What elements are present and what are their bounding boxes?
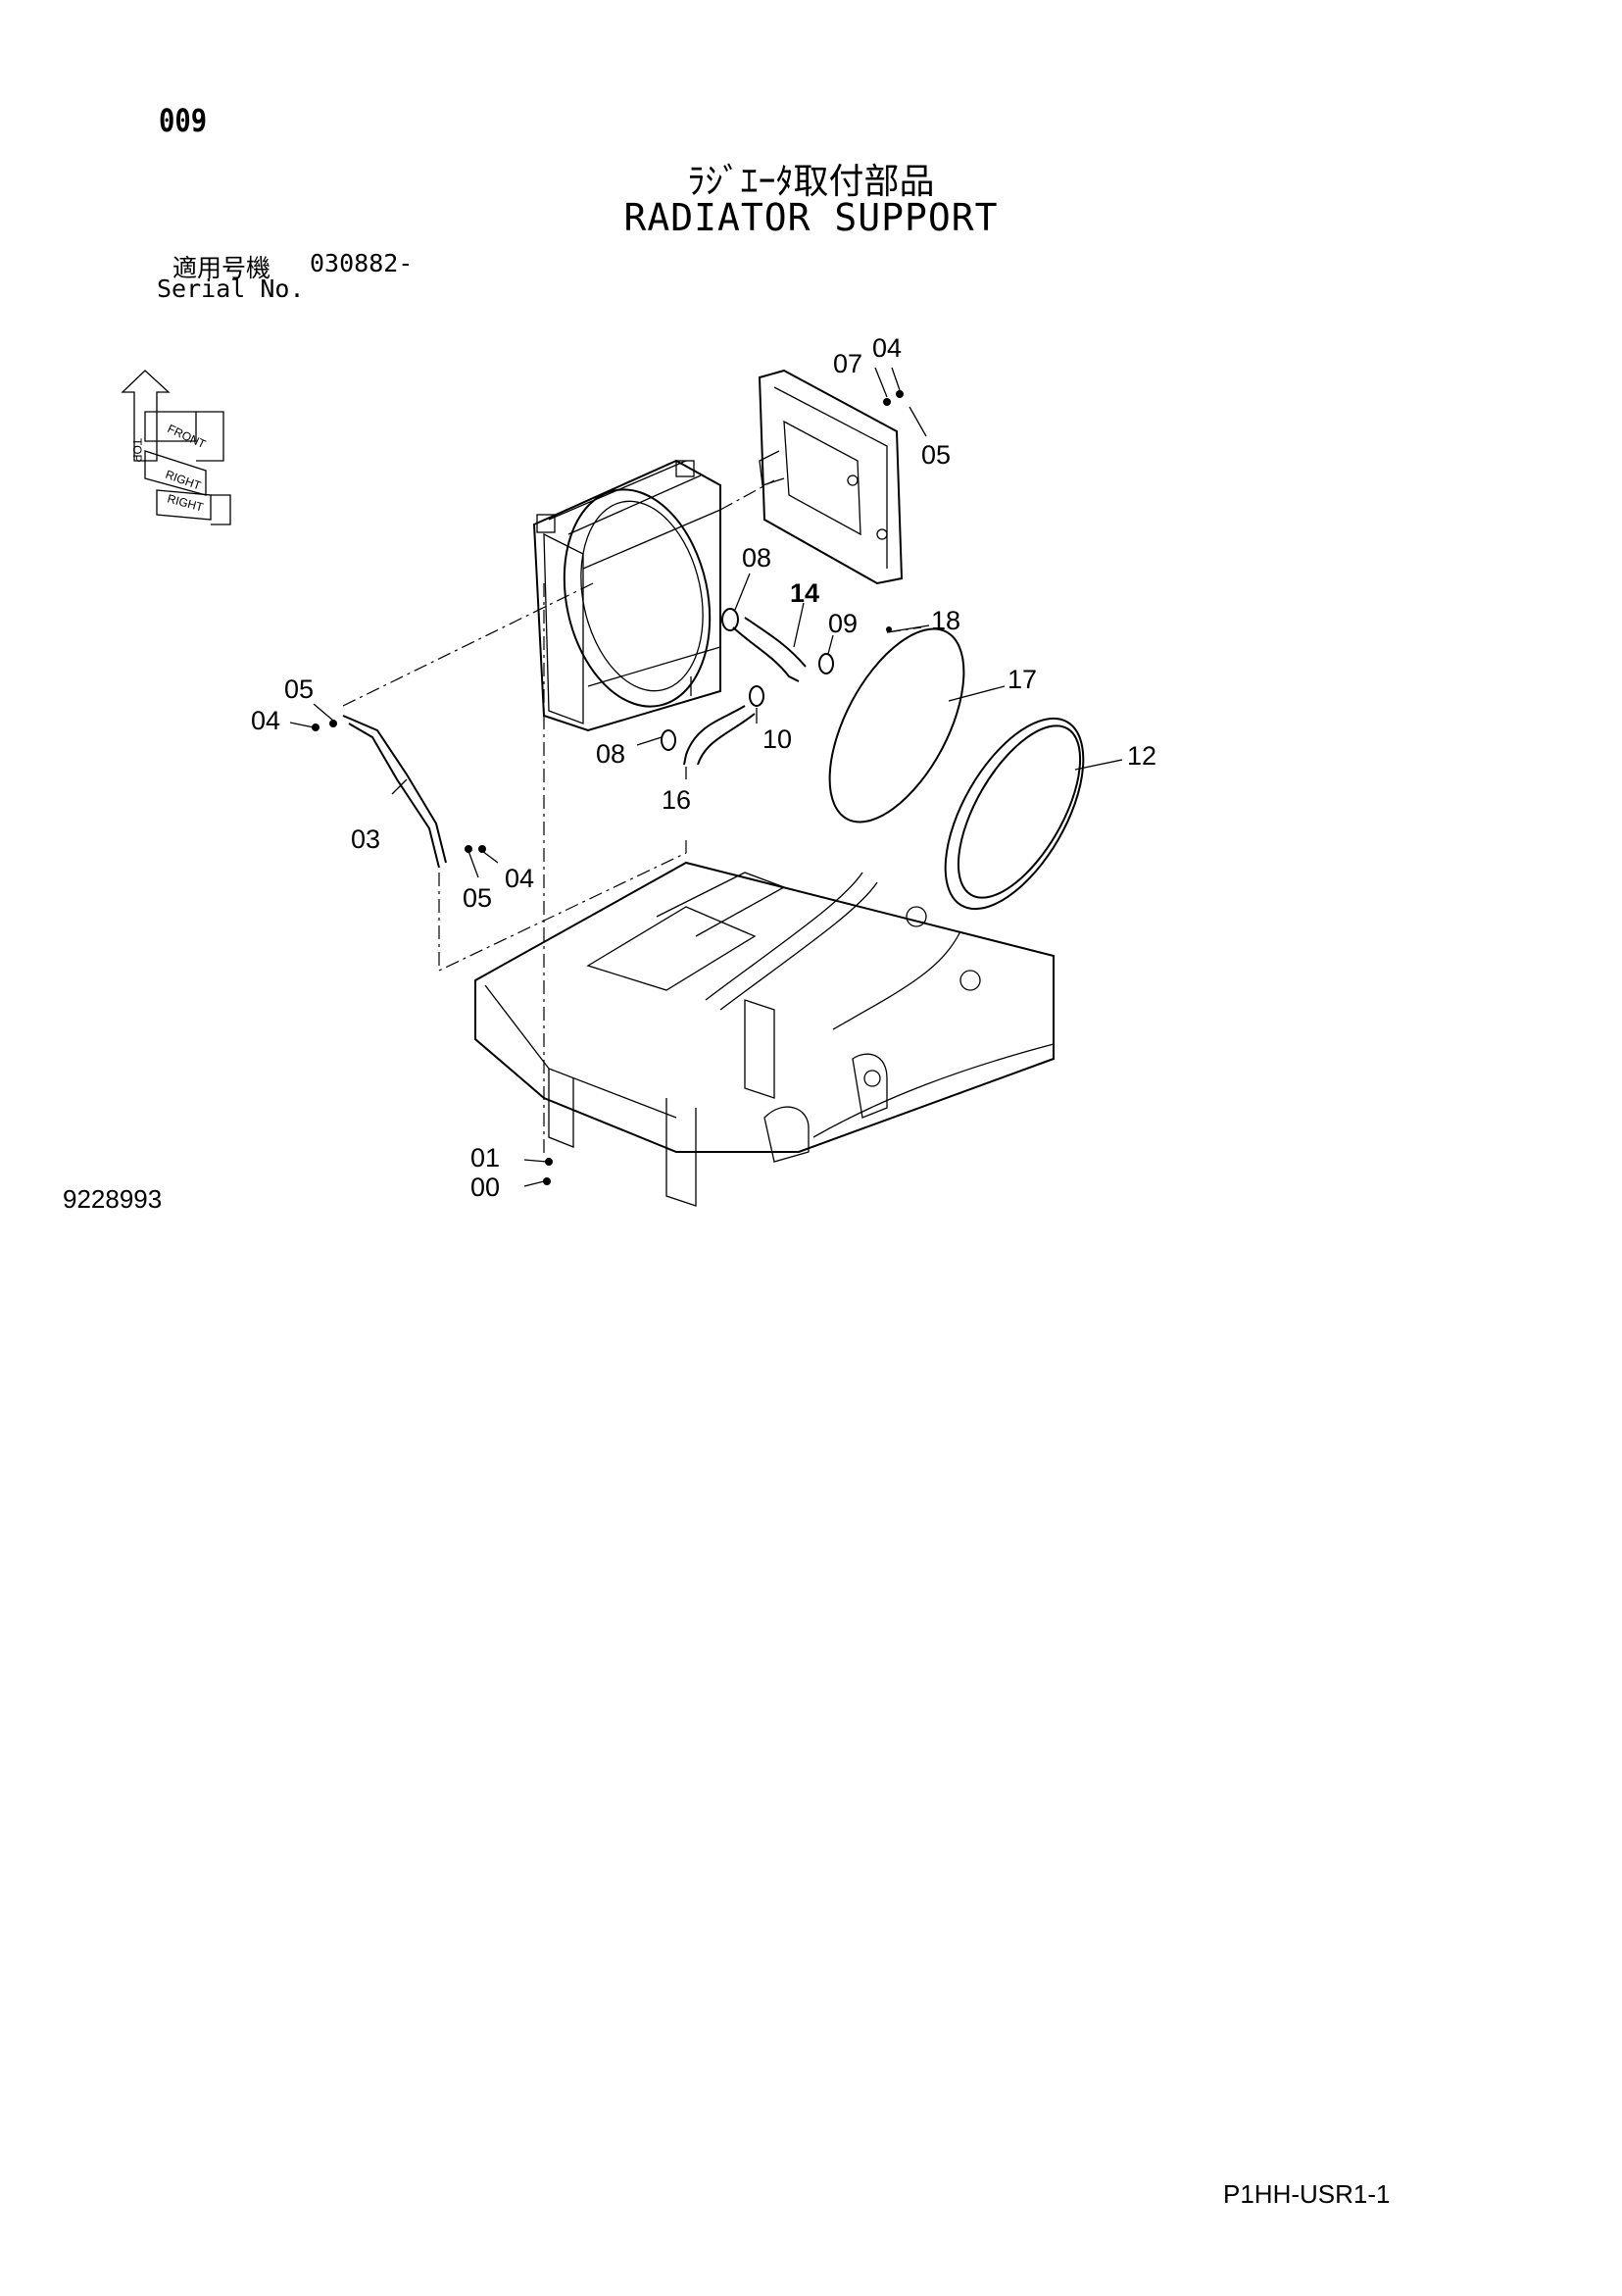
callout-14: 14 (790, 578, 819, 608)
title-english: RADIATOR SUPPORT (623, 196, 999, 239)
orientation-label-right-2: RIGHT (166, 491, 205, 514)
callout-04-bottom: 04 (505, 864, 534, 893)
support-rod-03 (342, 715, 447, 864)
clamp-08-upper (721, 608, 739, 631)
page-number: 009 (159, 102, 208, 139)
callout-01: 01 (470, 1143, 500, 1173)
document-code: P1HH-USR1-1 (1223, 2179, 1391, 2209)
callout-10: 10 (762, 724, 792, 754)
callout-04-left: 04 (251, 706, 280, 735)
clamp-10 (749, 685, 764, 707)
callout-12: 12 (1127, 741, 1156, 771)
lower-hose-16 (683, 705, 746, 766)
serial-value: 030882- (310, 249, 414, 277)
callout-07: 07 (833, 349, 862, 378)
callout-08-upper: 08 (742, 543, 771, 573)
orientation-label-front: FRONT (166, 422, 209, 451)
callout-16: 16 (662, 785, 691, 815)
callout-05-bottom: 05 (463, 883, 492, 913)
figure-code: 9228993 (63, 1184, 163, 1214)
seal-ring-12 (944, 717, 1085, 911)
leader-lines (289, 367, 1123, 1187)
shroud-bracket (758, 369, 904, 585)
hardware-bolts (312, 390, 904, 1185)
callout-08-lower: 08 (596, 739, 625, 769)
clamp-09 (818, 653, 834, 674)
serial-label-english: Serial No. (157, 275, 305, 303)
callout-09: 09 (828, 609, 858, 638)
callout-05-left: 05 (284, 674, 314, 704)
serial-label-japanese: 適用号機 (172, 254, 271, 282)
callout-17: 17 (1008, 665, 1037, 694)
callout-03: 03 (351, 824, 380, 854)
clamp-08-lower (661, 729, 676, 751)
upper-hose-14 (732, 626, 800, 682)
callout-00: 00 (470, 1173, 500, 1202)
o-ring-17 (828, 627, 965, 824)
orientation-label-top: TOP (130, 438, 144, 462)
callout-05-top: 05 (921, 440, 951, 470)
callout-18: 18 (931, 606, 960, 635)
radiator-assembly (532, 459, 721, 732)
title-japanese: ﾗｼﾞｴｰﾀ取付部品 (687, 162, 935, 202)
orientation-icon: TOP FRONT RIGHT RIGHT (121, 370, 231, 525)
revolving-frame (474, 861, 1055, 1207)
callout-04-top: 04 (872, 333, 902, 363)
